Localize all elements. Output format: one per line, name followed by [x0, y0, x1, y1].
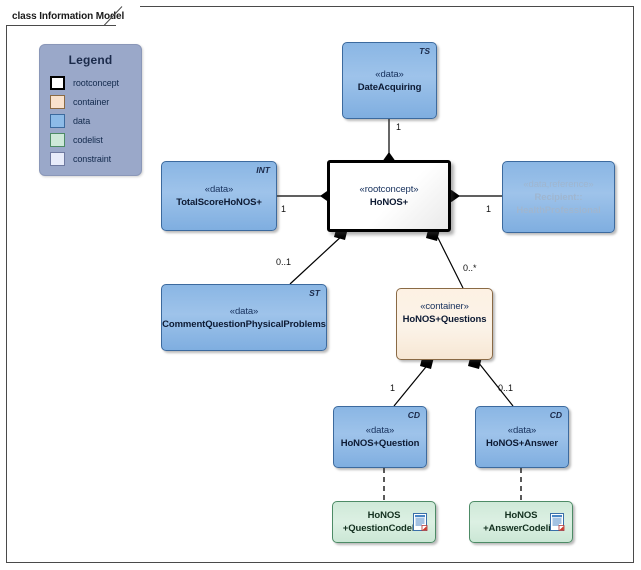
node-total-score-honos[interactable]: INT «data» TotalScoreHoNOS+ — [161, 161, 277, 231]
document-icon — [550, 513, 565, 531]
node-name-comment-question: CommentQuestionPhysicalProblems — [162, 318, 326, 330]
node-stereotype-honos-questions: «container» — [420, 301, 469, 312]
legend-item-codelist: codelist — [40, 130, 141, 149]
node-corner-label-int: INT — [256, 165, 270, 175]
node-honos-answer[interactable]: CD «data» HoNOS+Answer — [475, 406, 569, 468]
node-name-date-acquiring: DateAcquiring — [357, 81, 422, 93]
legend-item-data: data — [40, 111, 141, 130]
node-stereotype-honos-answer: «data» — [507, 425, 537, 436]
diagram-title-tab: class Information Model — [6, 6, 141, 26]
legend-label-container: container — [73, 96, 110, 107]
multiplicity-questions-to-question: 1 — [390, 383, 396, 393]
node-name-total-score: TotalScoreHoNOS+ — [176, 197, 262, 208]
legend-swatch-constraint — [50, 151, 65, 166]
node-stereotype-health-professional: «data,reference» — [523, 178, 594, 190]
node-name-answer-codelist: HoNOS — [504, 510, 538, 521]
node-honos-question[interactable]: CD «data» HoNOS+Question — [333, 406, 427, 468]
node-stereotype-total-score: «data» — [204, 184, 234, 195]
multiplicity-date-to-root: 1 — [396, 122, 402, 132]
legend-label-codelist: codelist — [73, 134, 103, 145]
node-name2-answer-codelist: +AnswerCodelist — [483, 523, 559, 534]
node-name-honos-answer: HoNOS+Answer — [486, 438, 558, 449]
node-corner-label-st: ST — [309, 288, 320, 298]
node-stereotype-comment-question: «data» — [229, 305, 259, 317]
node-corner-label-cd-answer: CD — [549, 410, 562, 420]
node-stereotype-honos-question: «data» — [365, 425, 395, 436]
legend-item-constraint: constraint — [40, 149, 141, 168]
legend-swatch-container — [50, 94, 65, 109]
node-stereotype-date-acquiring: «data» — [375, 68, 404, 80]
node-recipient-health-professional[interactable]: «data,reference» Recipient:: HealthProfe… — [502, 161, 615, 233]
node-name2-health-professional: HealthProfessional — [516, 204, 601, 216]
multiplicity-total-to-root: 1 — [281, 204, 287, 214]
legend-label-rootconcept: rootconcept — [73, 77, 119, 88]
legend-item-rootconcept: rootconcept — [40, 73, 141, 92]
node-comment-question-physical-problems[interactable]: ST «data» CommentQuestionPhysicalProblem… — [161, 284, 327, 351]
legend-title: Legend — [68, 53, 113, 67]
node-name-question-codelist: HoNOS — [367, 510, 401, 521]
node-name-honos-question: HoNOS+Question — [340, 438, 420, 449]
title-tab-underline — [6, 25, 116, 26]
node-corner-label-ts: TS — [419, 46, 430, 56]
node-stereotype-honos-root: «rootconcept» — [359, 184, 419, 195]
diagram-frame — [6, 6, 634, 563]
document-icon — [413, 513, 428, 531]
legend-swatch-codelist — [50, 132, 65, 147]
node-name-health-professional: Recipient:: — [534, 191, 583, 203]
multiplicity-root-to-healthprof: 1 — [486, 204, 492, 214]
legend-item-container: container — [40, 92, 141, 111]
node-name2-question-codelist: +QuestionCodelist — [342, 523, 426, 534]
multiplicity-root-to-questions: 0..* — [463, 263, 477, 273]
diagram-title-text: class Information Model — [12, 10, 125, 22]
node-honos-answer-codelist[interactable]: HoNOS +AnswerCodelist — [469, 501, 573, 543]
node-corner-label-cd-question: CD — [407, 410, 420, 420]
legend-swatch-data — [50, 113, 65, 128]
legend-label-data: data — [73, 115, 91, 126]
title-tab-slant-icon — [104, 6, 123, 26]
node-honos-questions-container[interactable]: «container» HoNOS+Questions — [396, 288, 493, 360]
node-name-honos-questions: HoNOS+Questions — [402, 314, 487, 325]
multiplicity-root-to-comment: 0..1 — [276, 257, 292, 267]
node-honos-rootconcept[interactable]: «rootconcept» HoNOS+ — [327, 160, 451, 232]
node-honos-question-codelist[interactable]: HoNOS +QuestionCodelist — [332, 501, 436, 543]
legend-panel: Legend rootconcept container data codeli… — [39, 44, 142, 176]
node-date-acquiring[interactable]: TS «data» DateAcquiring — [342, 42, 437, 119]
node-name-honos-root: HoNOS+ — [369, 197, 409, 208]
legend-label-constraint: constraint — [73, 153, 112, 164]
multiplicity-questions-to-answer: 0..1 — [498, 383, 514, 393]
legend-swatch-rootconcept — [50, 75, 65, 90]
